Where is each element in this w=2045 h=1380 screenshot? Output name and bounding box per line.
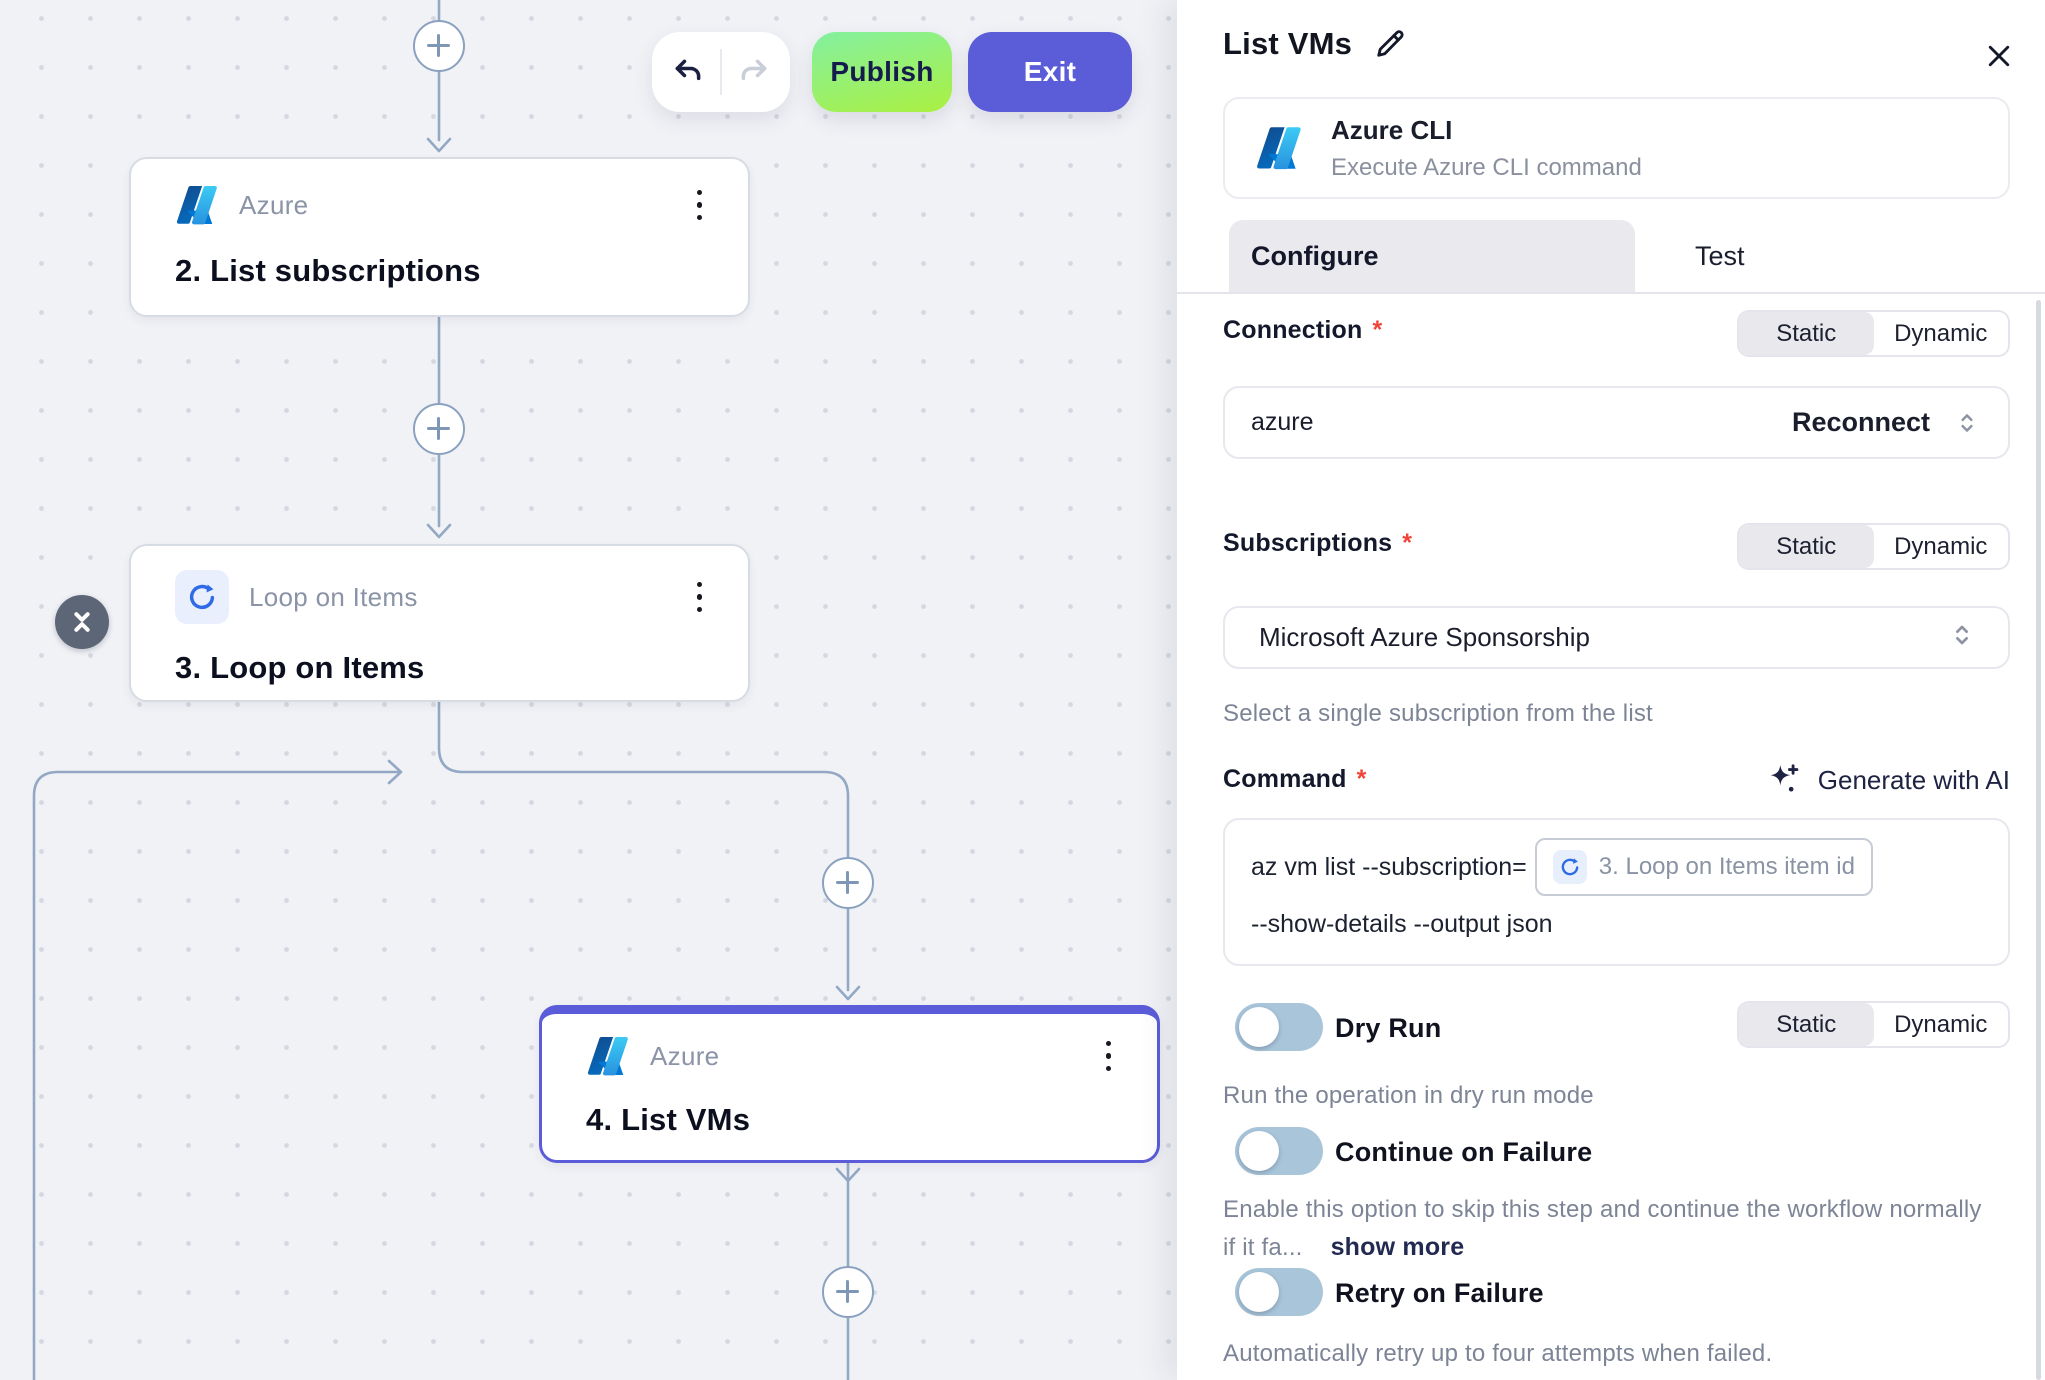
close-panel-button[interactable] (1979, 36, 2019, 76)
connection-static-dynamic-toggle[interactable]: Static Dynamic (1737, 310, 2010, 357)
seg-static[interactable]: Static (1739, 312, 1874, 355)
connection-value: azure (1251, 408, 1314, 436)
redo-icon (741, 59, 767, 81)
seg-dynamic[interactable]: Dynamic (1894, 319, 1988, 347)
command-text-2: --show-details --output json (1251, 910, 1553, 938)
chevron-up-down-icon (1946, 619, 1978, 656)
loop-token-pill[interactable]: 3. Loop on Items item id (1534, 838, 1873, 896)
action-name: Azure CLI (1331, 114, 1453, 145)
connection-label: Connection* (1223, 316, 1383, 344)
dry-run-toggle[interactable] (1235, 1003, 1323, 1051)
command-input[interactable]: az vm list --subscription= 3. Loop on It… (1223, 818, 2010, 966)
node-title: 2. List subscriptions (175, 253, 481, 288)
subscription-value: Microsoft Azure Sponsorship (1259, 622, 1590, 652)
toolbar-divider (720, 49, 722, 95)
subscriptions-static-dynamic-toggle[interactable]: Static Dynamic (1737, 523, 2010, 570)
rename-step-button[interactable] (1372, 26, 1408, 62)
panel-scrollbar[interactable] (2036, 300, 2041, 1380)
continue-on-failure-toggle[interactable] (1235, 1127, 1323, 1175)
retry-on-failure-label: Retry on Failure (1335, 1278, 1544, 1308)
node-loop-on-items[interactable]: Loop on Items 3. Loop on Items (129, 544, 750, 702)
node-title: 4. List VMs (586, 1102, 751, 1137)
redo-button[interactable] (732, 50, 776, 94)
undo-icon (675, 59, 701, 81)
required-marker: * (1356, 765, 1367, 793)
exit-button[interactable]: Exit (968, 32, 1132, 112)
close-icon (1988, 45, 2010, 67)
azure-cli-icon (1255, 124, 1303, 172)
loop-icon (1552, 850, 1587, 884)
subscriptions-label: Subscriptions* (1223, 529, 1413, 557)
dry-run-static-dynamic-toggle[interactable]: Static Dynamic (1737, 1001, 2010, 1048)
retry-on-failure-helper: Automatically retry up to four attempts … (1223, 1340, 1773, 1367)
panel-header: List VMs (1223, 26, 1408, 62)
workflow-canvas[interactable]: Azure 2. List subscriptions Loop on Item… (0, 0, 1177, 1380)
seg-static[interactable]: Static (1739, 1003, 1874, 1046)
action-card[interactable]: Azure CLI Execute Azure CLI command (1223, 97, 2010, 199)
continue-on-failure-label: Continue on Failure (1335, 1137, 1593, 1167)
seg-dynamic[interactable]: Dynamic (1894, 1010, 1988, 1038)
seg-dynamic[interactable]: Dynamic (1894, 532, 1988, 560)
command-text-1: az vm list --subscription= (1251, 852, 1527, 881)
node-list-subscriptions[interactable]: Azure 2. List subscriptions (129, 157, 750, 317)
add-step-button[interactable] (822, 1266, 874, 1318)
undo-redo-toolbar (652, 32, 790, 112)
kebab-menu-icon[interactable] (691, 576, 709, 619)
node-app-label: Loop on Items (249, 581, 418, 612)
add-step-button[interactable] (822, 857, 874, 909)
chevron-up-down-icon (1952, 408, 1982, 438)
step-config-panel: List VMs Azure CL (1177, 0, 2045, 1380)
reconnect-button[interactable]: Reconnect (1791, 407, 1930, 437)
collapse-icon (74, 612, 90, 632)
node-title: 3. Loop on Items (175, 650, 425, 685)
continue-on-failure-helper: Enable this option to skip this step and… (1223, 1196, 1982, 1261)
node-app-label: Azure (239, 189, 309, 220)
azure-icon (175, 183, 219, 227)
subscription-select[interactable]: Microsoft Azure Sponsorship (1223, 606, 2010, 669)
undo-button[interactable] (666, 50, 710, 94)
kebab-menu-icon[interactable] (691, 184, 709, 227)
token-label: 3. Loop on Items item id (1598, 853, 1855, 880)
retry-on-failure-toggle[interactable] (1235, 1268, 1323, 1316)
required-marker: * (1402, 529, 1413, 557)
publish-button[interactable]: Publish (812, 32, 952, 112)
azure-icon (586, 1034, 630, 1078)
connection-select[interactable]: azure Reconnect (1223, 386, 2010, 459)
panel-title: List VMs (1223, 26, 1353, 61)
dry-run-label: Dry Run (1335, 1013, 1442, 1043)
collapse-loop-button[interactable] (55, 595, 109, 649)
tab-configure[interactable]: Configure (1229, 220, 1635, 292)
command-label: Command* (1223, 765, 1367, 793)
action-description: Execute Azure CLI command (1331, 153, 1642, 181)
seg-static[interactable]: Static (1739, 525, 1874, 568)
kebab-menu-icon[interactable] (1100, 1035, 1118, 1078)
tab-test[interactable]: Test (1635, 220, 2010, 292)
loop-icon (175, 570, 229, 624)
add-step-button[interactable] (413, 403, 465, 455)
tab-divider (1177, 292, 2045, 294)
add-step-button[interactable] (413, 20, 465, 72)
ai-sparkle-icon (1770, 764, 1799, 792)
required-marker: * (1372, 316, 1383, 344)
pencil-icon (1377, 30, 1404, 57)
subscriptions-helper: Select a single subscription from the li… (1223, 700, 1653, 727)
show-more-link[interactable]: show more (1330, 1233, 1465, 1261)
generate-with-ai-button[interactable]: Generate with AI (1764, 760, 2010, 800)
node-app-label: Azure (650, 1040, 720, 1071)
node-list-vms[interactable]: Azure 4. List VMs (539, 1005, 1160, 1163)
dry-run-helper: Run the operation in dry run mode (1223, 1082, 1594, 1109)
